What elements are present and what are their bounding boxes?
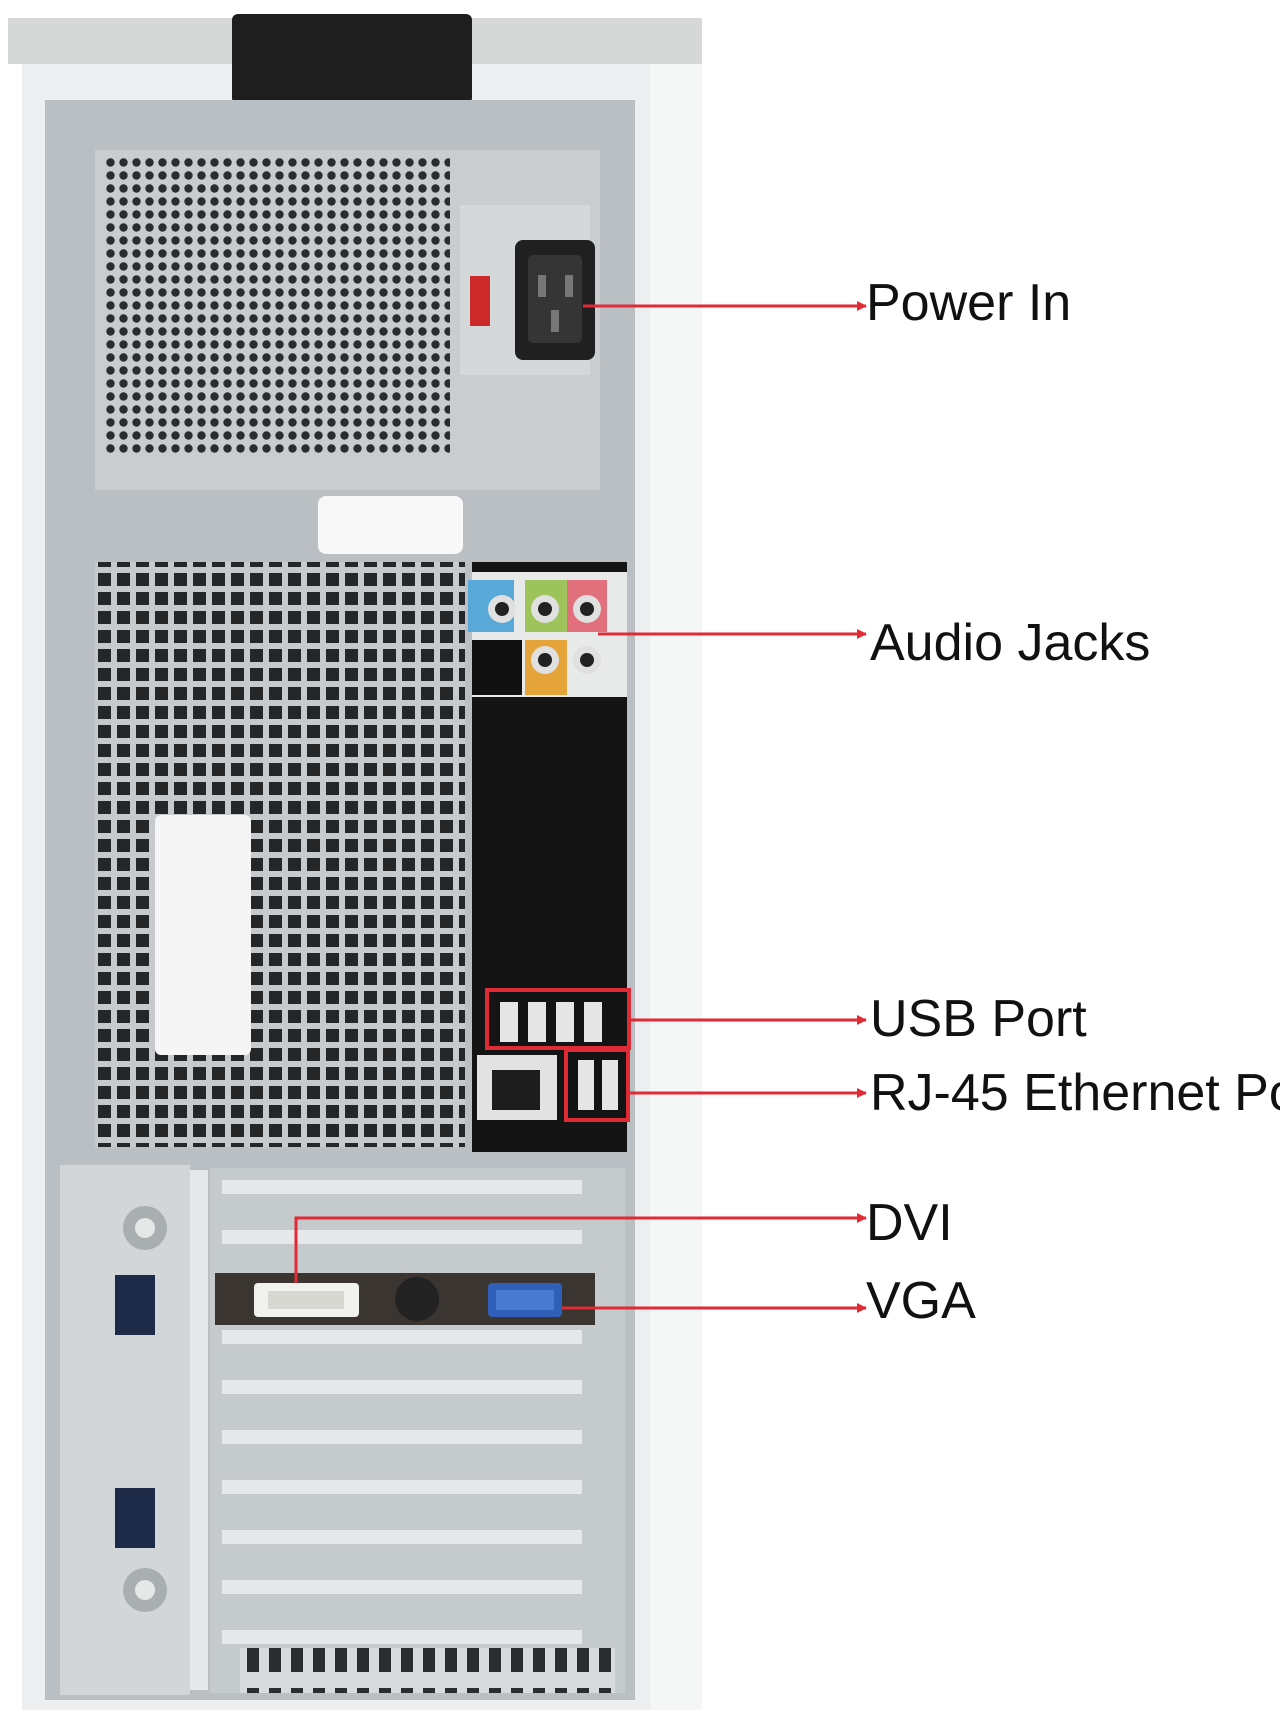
handle-icon <box>232 14 472 104</box>
callout-label-vga: VGA <box>866 1272 976 1330</box>
callout-line-dvi <box>294 1213 867 1283</box>
callout-label-rj45: RJ-45 Ethernet Port <box>870 1064 1280 1122</box>
callout-label-dvi: DVI <box>866 1194 953 1252</box>
ethernet-port-icon <box>477 1048 630 1122</box>
label-sticker <box>318 496 463 554</box>
case-vent-grille <box>95 562 465 1147</box>
side-rail <box>60 1165 208 1695</box>
expansion-slots <box>210 1168 625 1693</box>
callout-label-audio-jacks: Audio Jacks <box>870 614 1150 672</box>
power-supply <box>95 150 600 490</box>
voltage-switch-icon <box>470 276 490 326</box>
power-socket-icon <box>515 240 595 360</box>
dvi-connector-icon <box>254 1283 359 1317</box>
callout-label-power-in: Power In <box>866 274 1071 332</box>
callout-labels: Power In Audio Jacks USB Port RJ-45 Ethe… <box>866 274 1280 1330</box>
io-panel <box>468 562 631 1152</box>
callout-lines <box>294 301 867 1313</box>
audio-jack-icon <box>468 580 607 695</box>
vga-connector-icon <box>488 1283 562 1317</box>
psu-fan-grille <box>105 158 450 453</box>
grille-sticker <box>155 815 251 1055</box>
callout-label-usb-port: USB Port <box>870 990 1087 1048</box>
s-video-port-icon <box>395 1277 439 1321</box>
